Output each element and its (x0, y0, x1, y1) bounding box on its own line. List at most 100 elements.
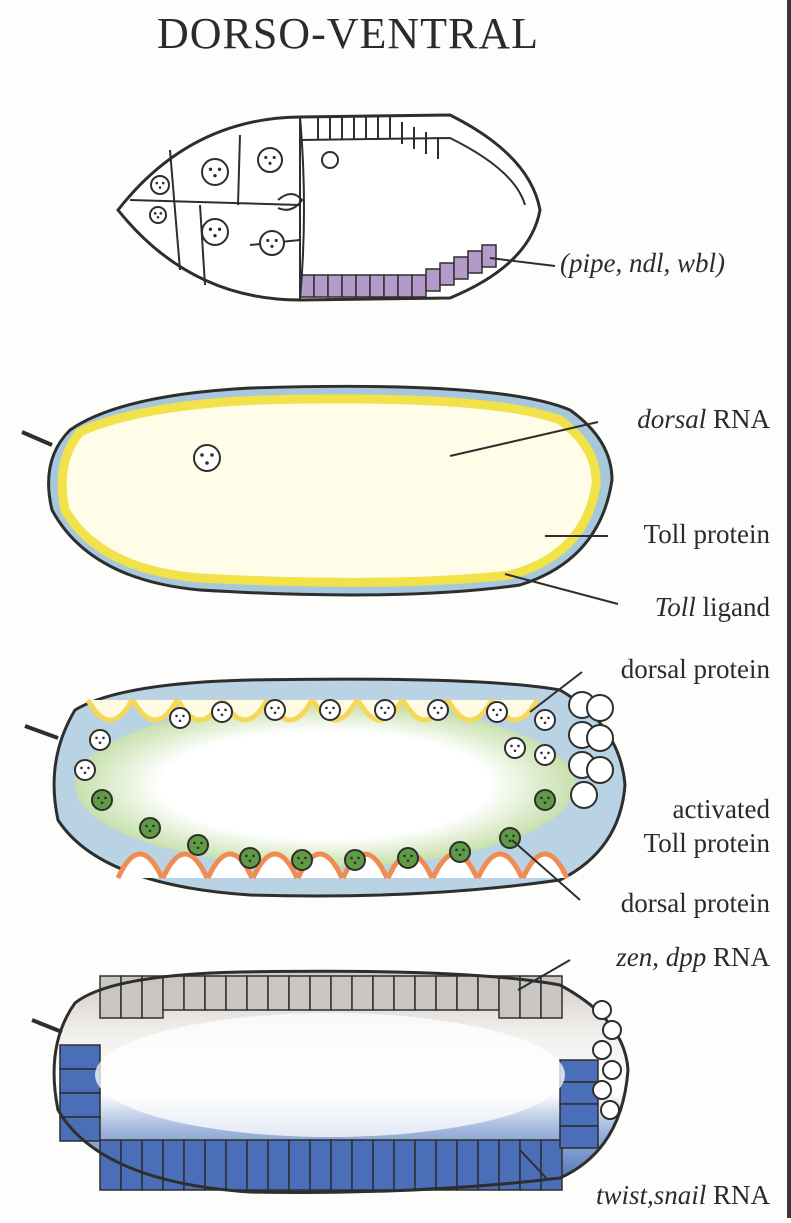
white-nucleus (211, 701, 233, 723)
green-nucleus (449, 841, 471, 863)
twist-snail-cell (559, 1081, 599, 1105)
zen-dpp-cell (141, 975, 164, 1019)
zen-dpp-cell (225, 975, 248, 1011)
white-nucleus (169, 707, 191, 729)
zen-dpp-cell (540, 975, 563, 1019)
white-nucleus (534, 744, 556, 766)
white-nucleus (89, 729, 111, 751)
dorsal-protein-top-leader (529, 671, 583, 713)
zen-dpp-leader (517, 959, 571, 991)
zen-dpp-cell (204, 975, 227, 1011)
nurse-nucleus (257, 147, 283, 173)
twist-snail-cell (559, 1125, 599, 1149)
nuclear-dorsal-nuclei (91, 789, 556, 871)
follicle-inner-edge (299, 136, 526, 206)
nurse-nucleus (201, 218, 229, 246)
twist-snail-cell (372, 1139, 395, 1191)
twist-snail-cell (59, 1092, 101, 1118)
zen-dpp-cell (498, 975, 521, 1019)
zen-dpp-cell (309, 975, 332, 1011)
egg-outline (47, 384, 614, 597)
zen-dpp-cell (456, 975, 479, 1011)
yolk-interior-4 (95, 1013, 565, 1137)
white-nucleus (264, 699, 286, 721)
orange-cell-cap (160, 851, 210, 880)
twist-snail-cell (183, 1139, 206, 1191)
diagram-title: DORSO-VENTRAL (157, 9, 539, 58)
twist-snail-label: twist,snail RNA (596, 1180, 771, 1210)
pole-cell (570, 781, 598, 809)
twist-snail-cell (141, 1139, 164, 1191)
pipe-follicle-cell (327, 274, 343, 298)
zen-dpp-cell (372, 975, 395, 1011)
zen-dpp-cell (414, 975, 437, 1011)
dorsal-protein-bottom-leader (511, 839, 581, 901)
toll-ligand-suffix: ligand (696, 592, 771, 622)
green-nucleus (397, 847, 419, 869)
pipe-follicle-cell (453, 256, 469, 280)
dorsal-rna-yellow-cortex (57, 394, 601, 587)
zen-dpp-cell (99, 975, 122, 1019)
orange-cell-cap (475, 851, 525, 880)
yellow-cell-cap (130, 698, 180, 723)
pipe-follicle-cell (313, 274, 329, 298)
ring-canal (277, 193, 304, 211)
zen-dpp-cell (477, 975, 500, 1011)
zen-dpp-cell (267, 975, 290, 1011)
twist-snail-cell (414, 1139, 437, 1191)
pole-cell-4 (602, 1060, 622, 1080)
green-nucleus (187, 834, 209, 856)
zen-dpp-cell (162, 975, 185, 1011)
micropyle-stalk (21, 430, 53, 447)
white-nucleus (319, 699, 341, 721)
twist-snail-cell (288, 1139, 311, 1191)
activated-label-line1: activated (673, 794, 771, 824)
pipe-follicle-cell (383, 274, 399, 298)
pipe-follicle-cell (369, 274, 385, 298)
toll-ligand-leader (504, 573, 619, 605)
dorsal-rna-suffix: RNA (706, 404, 770, 434)
twist-snail-cell (246, 1139, 269, 1191)
pole-cells (568, 691, 614, 809)
nurse-cell-boundaries (129, 116, 305, 301)
dorsal-protein-top-label: dorsal protein (621, 654, 771, 684)
egg-chamber-panel: (pipe, ndl, wbl) (116, 113, 725, 302)
pole-cell-4 (592, 1080, 612, 1100)
white-nucleus (374, 699, 396, 721)
nurse-nucleus (259, 230, 285, 256)
twist-snail-cell (559, 1103, 599, 1127)
pipe-follicle-cell (411, 274, 427, 298)
follicle-cells-ventral-pipe (299, 244, 497, 298)
green-nucleus (291, 849, 313, 871)
zen-dpp-cell (330, 975, 353, 1011)
white-nucleus (486, 701, 508, 723)
early-egg-panel: dorsal RNA Toll protein Toll ligand (21, 384, 771, 622)
zygote-nucleus (193, 444, 221, 472)
pole-cells-4 (592, 1000, 622, 1120)
pipe-follicle-cell (397, 274, 413, 298)
micropyle-stalk-3 (24, 724, 59, 740)
white-nucleus (504, 737, 526, 759)
white-nucleus (74, 759, 96, 781)
green-nucleus (239, 847, 261, 869)
pole-cell (586, 694, 614, 722)
twist-snail-cell (393, 1139, 416, 1191)
activated-label-line2: Toll protein (644, 828, 771, 858)
pole-cell (586, 756, 614, 784)
page-right-border (787, 0, 791, 1218)
embryo-outline-3 (52, 677, 627, 898)
green-nucleus (139, 817, 161, 839)
zen-dpp-dorsal-cells (99, 975, 563, 1019)
twist-snail-cell (540, 1139, 563, 1191)
twist-snail-cell (330, 1139, 353, 1191)
white-nucleus (427, 699, 449, 721)
zen-dpp-gene: zen, dpp (615, 942, 706, 972)
twist-snail-cell (477, 1139, 500, 1191)
zen-dpp-cell (351, 975, 374, 1011)
zen-dpp-cell (246, 975, 269, 1011)
twist-snail-cell (204, 1139, 227, 1191)
pipe-follicle-cell (467, 250, 483, 274)
zen-dpp-cell (288, 975, 311, 1011)
zen-dpp-cell (393, 975, 416, 1011)
twist-snail-leader (519, 1149, 549, 1181)
